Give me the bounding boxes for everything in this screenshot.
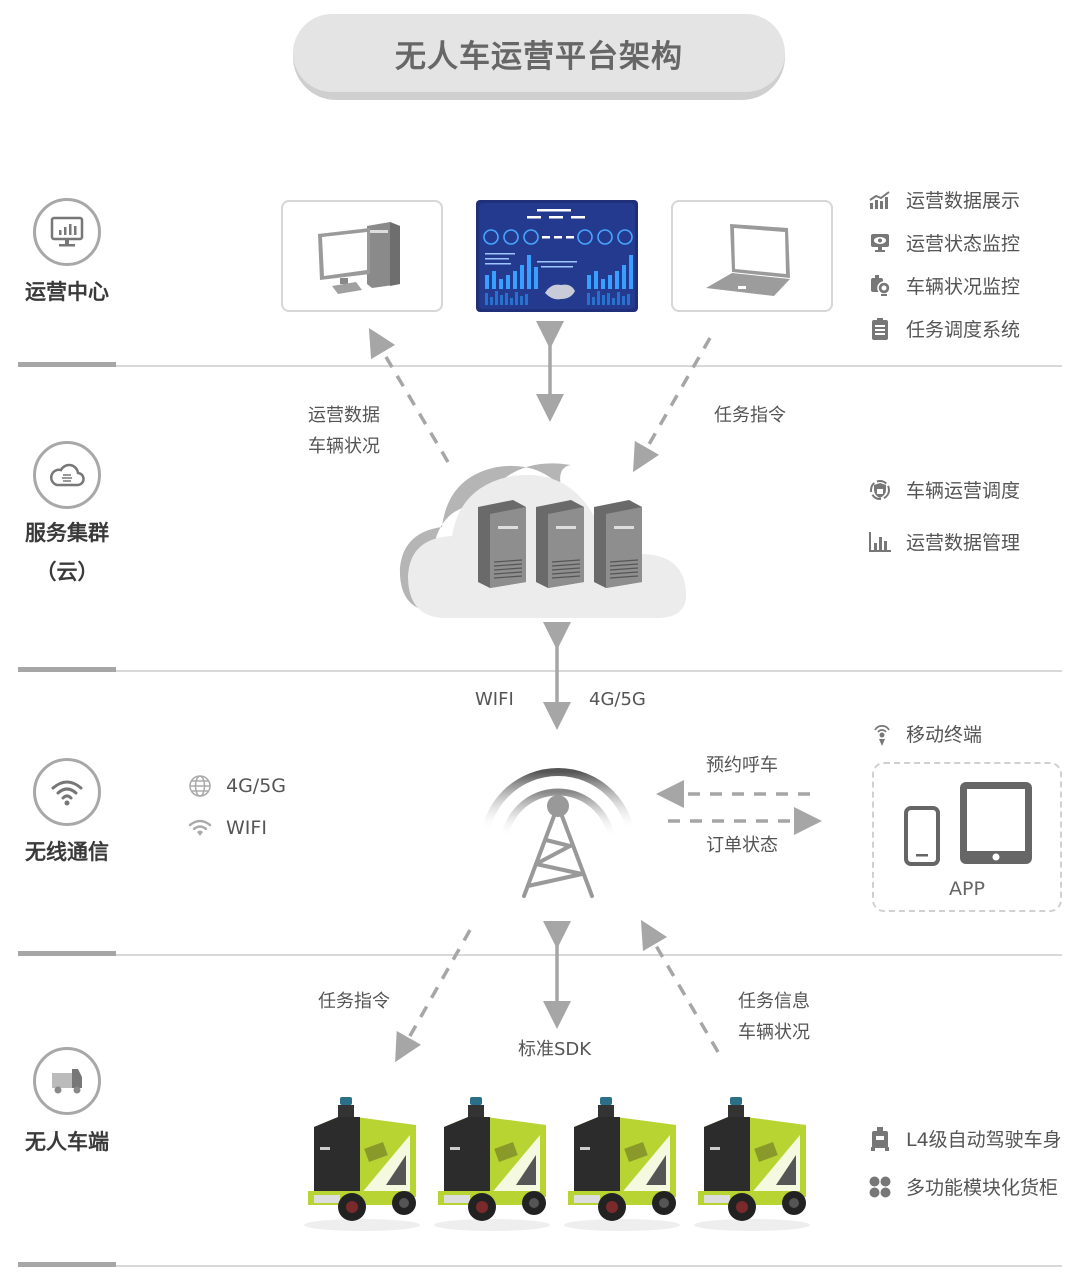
section-divider-accent (18, 1262, 116, 1267)
dashboard-screen-icon (479, 203, 635, 309)
monitor-chart-icon (33, 198, 101, 266)
flow-label-order-status: 订单状态 (706, 835, 778, 856)
feature-item: 多功能模块化货柜 (868, 1173, 1058, 1200)
trend-chart-icon (868, 188, 892, 212)
feature-item: 任务调度系统 (868, 315, 1020, 342)
section-label-cloud-cluster: 服务集群 (25, 521, 109, 545)
autonomous-vehicle (564, 1097, 680, 1231)
wifi-icon (188, 816, 212, 840)
section-divider (18, 1265, 1062, 1267)
autonomous-vehicle (434, 1097, 550, 1231)
page-title: 无人车运营平台架构 (293, 14, 785, 92)
link-label-4g5g: 4G/5G (589, 689, 646, 710)
laptop-card (671, 200, 833, 312)
flow-label-task-info: 任务信息 (738, 991, 810, 1012)
section-label-ops-center: 运营中心 (25, 280, 109, 304)
tablet-icon (960, 782, 1032, 864)
signal-person-icon (870, 722, 894, 746)
arrow-cloud-to-desktop (368, 327, 450, 463)
laptop-icon (706, 224, 790, 296)
section-label-wireless: 无线通信 (25, 840, 109, 864)
wireless-type-item: 4G/5G (188, 774, 286, 798)
feature-item: L4级自动驾驶车身 (868, 1125, 1062, 1152)
eye-monitor-icon (868, 231, 892, 255)
shield-lock-icon (868, 478, 892, 502)
mobile-terminal-heading: 移动终端 (870, 720, 982, 747)
feature-item: 运营数据管理 (868, 528, 1020, 555)
server-icon (536, 500, 584, 588)
section-divider (18, 670, 1062, 672)
four-dots-icon (868, 1175, 892, 1199)
feature-item: 运营状态监控 (868, 229, 1020, 256)
mobile-app-box: APP (872, 762, 1062, 912)
flow-label-task-command: 任务指令 (318, 991, 390, 1012)
clipboard-icon (868, 317, 892, 341)
section-divider-accent (18, 362, 116, 367)
server-icon (594, 500, 642, 588)
arrow-laptop-to-cloud (633, 337, 712, 473)
flow-label-vehicle-status: 车辆状况 (738, 1022, 810, 1043)
wifi-icon (33, 758, 101, 826)
feature-item: 运营数据展示 (868, 186, 1020, 213)
section-label-vehicle: 无人车端 (25, 1130, 109, 1154)
signal-tower-icon (480, 768, 636, 898)
server-icon (478, 500, 526, 588)
arrow-vehicle-to-tower (640, 919, 720, 1053)
phone-icon (904, 806, 940, 866)
globe-icon (188, 774, 212, 798)
flow-label-task-command: 任务指令 (714, 405, 786, 426)
truck-icon (33, 1047, 101, 1115)
desktop-computer-icon (318, 222, 400, 294)
arrow-tower-to-vehicle (395, 929, 472, 1063)
cloud-icon (33, 441, 101, 509)
autonomous-vehicle (694, 1097, 810, 1231)
flow-label-book-ride: 预约呼车 (706, 755, 778, 776)
autonomous-vehicle (304, 1097, 420, 1231)
vehicle-camera-icon (868, 274, 892, 298)
desktop-card (281, 200, 443, 312)
robot-vehicle-icon (868, 1126, 892, 1151)
flow-label-ops-data: 运营数据 (308, 405, 380, 426)
feature-item: 车辆状况监控 (868, 272, 1020, 299)
section-divider (18, 954, 1062, 956)
section-divider-accent (18, 667, 116, 672)
bar-chart-icon (868, 530, 892, 554)
section-sublabel-cloud: （云） (35, 560, 99, 584)
flow-label-standard-sdk: 标准SDK (518, 1039, 592, 1060)
feature-item: 车辆运营调度 (868, 476, 1020, 503)
flow-label-vehicle-status: 车辆状况 (308, 436, 380, 457)
link-label-wifi: WIFI (475, 689, 514, 710)
dashboard-card (476, 200, 638, 312)
app-label: APP (949, 878, 985, 900)
cloud-server-cluster (399, 463, 687, 618)
vehicle-fleet (300, 1095, 820, 1235)
wireless-type-item: WIFI (188, 816, 267, 840)
section-divider-accent (18, 951, 116, 956)
